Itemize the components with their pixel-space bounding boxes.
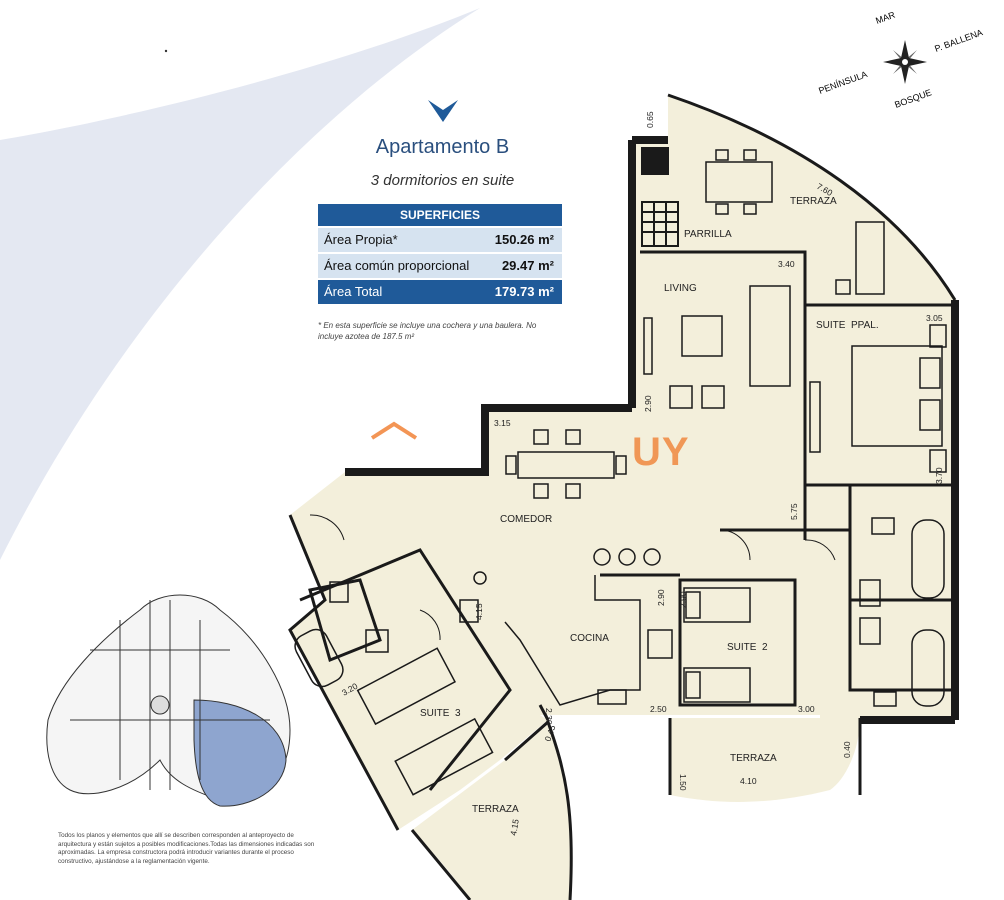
dim-290b: 2.90 bbox=[656, 589, 666, 606]
dim-230: 2.30 bbox=[544, 708, 554, 725]
watermark-text: UY bbox=[632, 430, 690, 474]
apartment-floor bbox=[290, 95, 955, 900]
disclaimer-text: Todos los planos y elementos que allí se… bbox=[58, 832, 315, 865]
surface-label: Área Propia* bbox=[324, 232, 398, 247]
terrace-table bbox=[705, 149, 885, 295]
suite2-beds bbox=[683, 587, 751, 703]
dim-315: 3.15 bbox=[494, 418, 511, 428]
mini-site-plan bbox=[46, 594, 291, 807]
dim-370: 3.70 bbox=[934, 467, 944, 484]
suite3-beds bbox=[356, 647, 494, 796]
dim-290c: 2.90 bbox=[678, 591, 688, 608]
dim-150: 1.50 bbox=[678, 774, 688, 791]
label-suite-ppal: SUITE PPAL. bbox=[816, 320, 879, 331]
suite-ppal-bed bbox=[809, 324, 947, 473]
dim-290a: 2.90 bbox=[643, 395, 653, 412]
surface-value: 150.26 m² bbox=[494, 232, 554, 247]
dim-415a: 4.15 bbox=[474, 603, 484, 620]
apartment-title: Apartamento B bbox=[375, 136, 510, 158]
background-swoosh bbox=[0, 8, 480, 560]
label-suite3: SUITE 3 bbox=[420, 708, 461, 719]
logo-arrow-icon bbox=[428, 100, 458, 122]
label-comedor: COMEDOR bbox=[500, 514, 552, 525]
label-terraza3: TERRAZA bbox=[472, 804, 519, 815]
label-terraza2: TERRAZA bbox=[730, 753, 777, 764]
compass-peninsula: PENÍNSULA bbox=[817, 69, 868, 96]
kitchen-counter bbox=[504, 548, 673, 706]
compass-rose-icon bbox=[883, 40, 927, 84]
surface-value: 179.73 m² bbox=[494, 284, 554, 299]
compass-bosque: BOSQUE bbox=[893, 87, 933, 110]
surface-table: SUPERFICIES Área Propia* 150.26 m² Área … bbox=[318, 204, 562, 304]
living-furniture bbox=[643, 285, 791, 409]
compass-mar: MAR bbox=[874, 9, 897, 25]
label-parrilla: PARRILLA bbox=[684, 229, 732, 240]
dining-table bbox=[505, 429, 627, 499]
dim-340: 3.40 bbox=[778, 259, 795, 269]
compass-ballena: P. BALLENA bbox=[933, 27, 984, 54]
apartment-subtitle: 3 dormitorios en suite bbox=[370, 172, 515, 189]
walls bbox=[345, 136, 959, 724]
label-suite2: SUITE 2 bbox=[727, 642, 768, 653]
surface-note: * En esta superficie se incluye una coch… bbox=[318, 321, 537, 341]
label-living: LIVING bbox=[664, 283, 697, 294]
dim-575: 5.75 bbox=[789, 503, 799, 520]
surface-value: 29.47 m² bbox=[501, 258, 554, 273]
surface-row-total: Área Total 179.73 m² bbox=[318, 280, 562, 304]
dim-300: 3.00 bbox=[798, 704, 815, 714]
surface-row-propia: Área Propia* 150.26 m² bbox=[318, 228, 562, 252]
dim-305: 3.05 bbox=[926, 313, 943, 323]
dim-250: 2.50 bbox=[650, 704, 667, 714]
surface-label: Área común proporcional bbox=[324, 258, 470, 273]
surface-label: Área Total bbox=[324, 284, 383, 299]
bathrooms bbox=[294, 517, 945, 707]
parrilla-grill bbox=[641, 147, 679, 247]
watermark-roof-icon bbox=[370, 421, 418, 440]
surface-row-comun: Área común proporcional 29.47 m² bbox=[318, 254, 562, 278]
doors bbox=[309, 514, 836, 641]
dim-065: 0.65 bbox=[645, 111, 655, 128]
label-terraza1: TERRAZA bbox=[790, 196, 837, 207]
dim-415b: 4.15 bbox=[508, 818, 521, 836]
dim-410: 4.10 bbox=[740, 776, 757, 786]
surface-table-header: SUPERFICIES bbox=[318, 204, 562, 226]
dim-040: 0.40 bbox=[842, 741, 852, 758]
label-cocina: COCINA bbox=[570, 633, 609, 644]
